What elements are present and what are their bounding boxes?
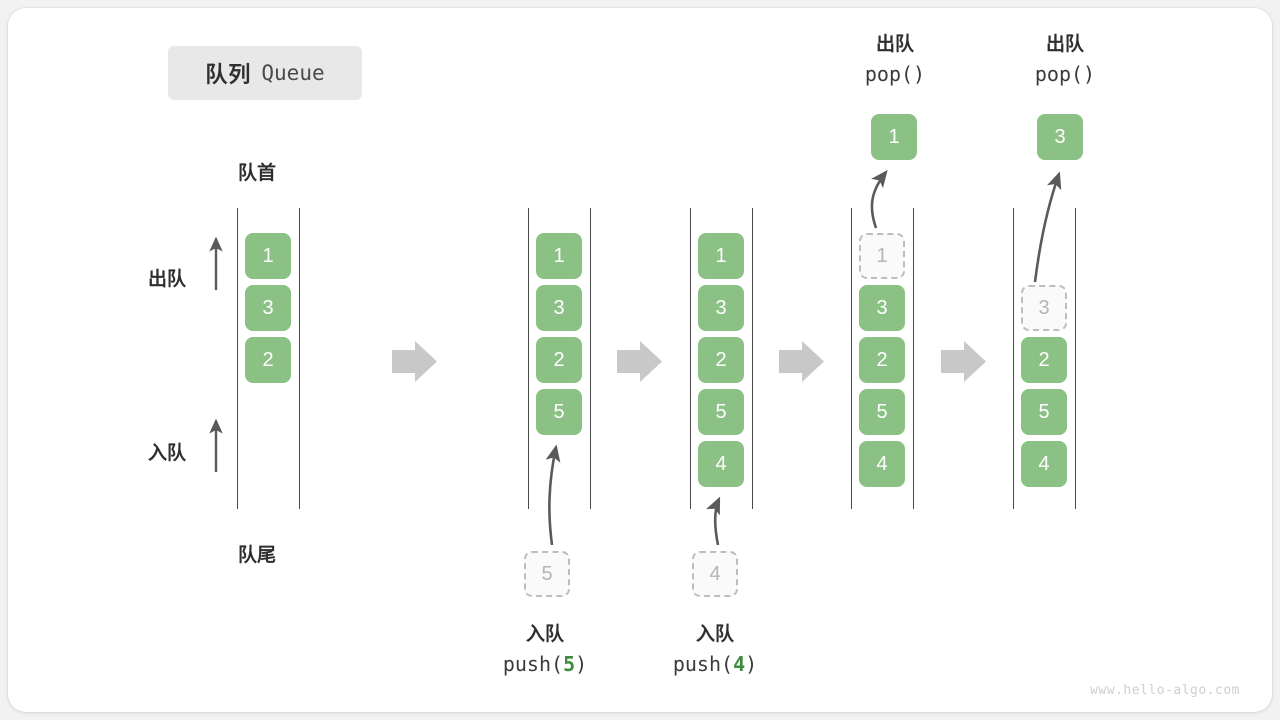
diagram-title-badge: 队列 Queue (168, 46, 362, 100)
queue-cell: 2 (859, 337, 905, 383)
caption-pop-1: 出队 pop() (805, 30, 985, 90)
popped-cell: 1 (871, 114, 917, 160)
queue-cell: 4 (859, 441, 905, 487)
queue-rail-left-5 (1013, 208, 1014, 509)
queue-cell: 3 (859, 285, 905, 331)
queue-cell: 4 (1021, 441, 1067, 487)
queue-cell: 2 (698, 337, 744, 383)
queue-rail-right-5 (1075, 208, 1076, 509)
queue-cell: 1 (245, 233, 291, 279)
queue-cell: 1 (698, 233, 744, 279)
popped-cell: 3 (1037, 114, 1083, 160)
queue-rail-right-2 (590, 208, 591, 509)
queue-cell: 5 (698, 389, 744, 435)
queue-cell: 2 (536, 337, 582, 383)
caption-cn: 出队 (1045, 34, 1084, 55)
queue-cell: 4 (698, 441, 744, 487)
caption-cn: 入队 (695, 624, 734, 645)
queue-rail-left-4 (851, 208, 852, 509)
label-enqueue: 入队 (148, 443, 187, 464)
queue-cell-ghost: 3 (1021, 285, 1067, 331)
queue-cell: 2 (1021, 337, 1067, 383)
queue-cell: 5 (1021, 389, 1067, 435)
incoming-ghost-cell: 5 (524, 551, 570, 597)
queue-cell: 5 (536, 389, 582, 435)
label-rear: 队尾 (238, 545, 277, 566)
caption-code: pop() (1034, 62, 1096, 87)
queue-cell: 2 (245, 337, 291, 383)
queue-rail-right-3 (752, 208, 753, 509)
caption-push-4: 入队 push(4) (600, 620, 830, 680)
label-dequeue: 出队 (148, 269, 187, 290)
queue-cell: 3 (536, 285, 582, 331)
watermark: www.hello-algo.com (1090, 683, 1240, 698)
diagram-title-en: Queue (261, 61, 325, 85)
label-front: 队首 (238, 163, 277, 184)
queue-cell: 5 (859, 389, 905, 435)
queue-rail-left-3 (690, 208, 691, 509)
queue-rail-left-1 (237, 208, 238, 509)
caption-code: push(4) (672, 652, 758, 677)
queue-rail-right-1 (299, 208, 300, 509)
caption-cn: 入队 (525, 624, 564, 645)
queue-rail-left-2 (528, 208, 529, 509)
diagram-title-cn: 队列 (205, 62, 252, 87)
caption-code: pop() (864, 62, 926, 87)
caption-code: push(5) (502, 652, 588, 677)
diagram-card (8, 8, 1272, 712)
caption-push-5: 入队 push(5) (430, 620, 660, 680)
queue-cell-ghost: 1 (859, 233, 905, 279)
queue-cell: 1 (536, 233, 582, 279)
queue-cell: 3 (245, 285, 291, 331)
caption-pop-3: 出队 pop() (975, 30, 1155, 90)
queue-rail-right-4 (913, 208, 914, 509)
incoming-ghost-cell: 4 (692, 551, 738, 597)
caption-cn: 出队 (875, 34, 914, 55)
queue-cell: 3 (698, 285, 744, 331)
